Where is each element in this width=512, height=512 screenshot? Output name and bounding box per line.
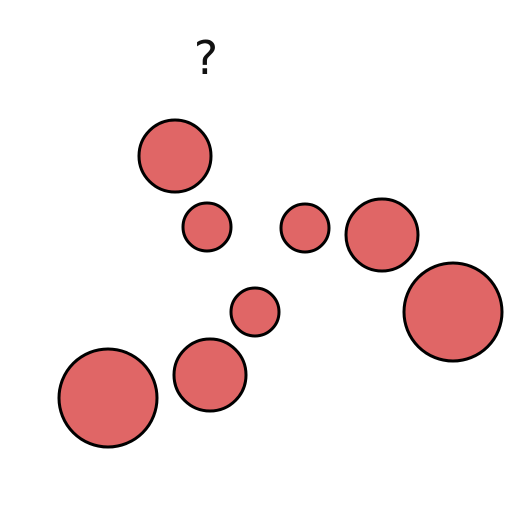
circle-small-middle (229, 286, 281, 338)
question-mark-label: ? (193, 31, 219, 85)
circle-large-bottom-left (57, 347, 159, 449)
circle-small-upper-left (181, 201, 233, 253)
circle-small-center (279, 202, 331, 254)
circle-large-right (402, 261, 504, 363)
circle-large-top-left (137, 118, 213, 194)
circle-medium-right (344, 197, 420, 273)
circle-medium-bottom (172, 337, 248, 413)
